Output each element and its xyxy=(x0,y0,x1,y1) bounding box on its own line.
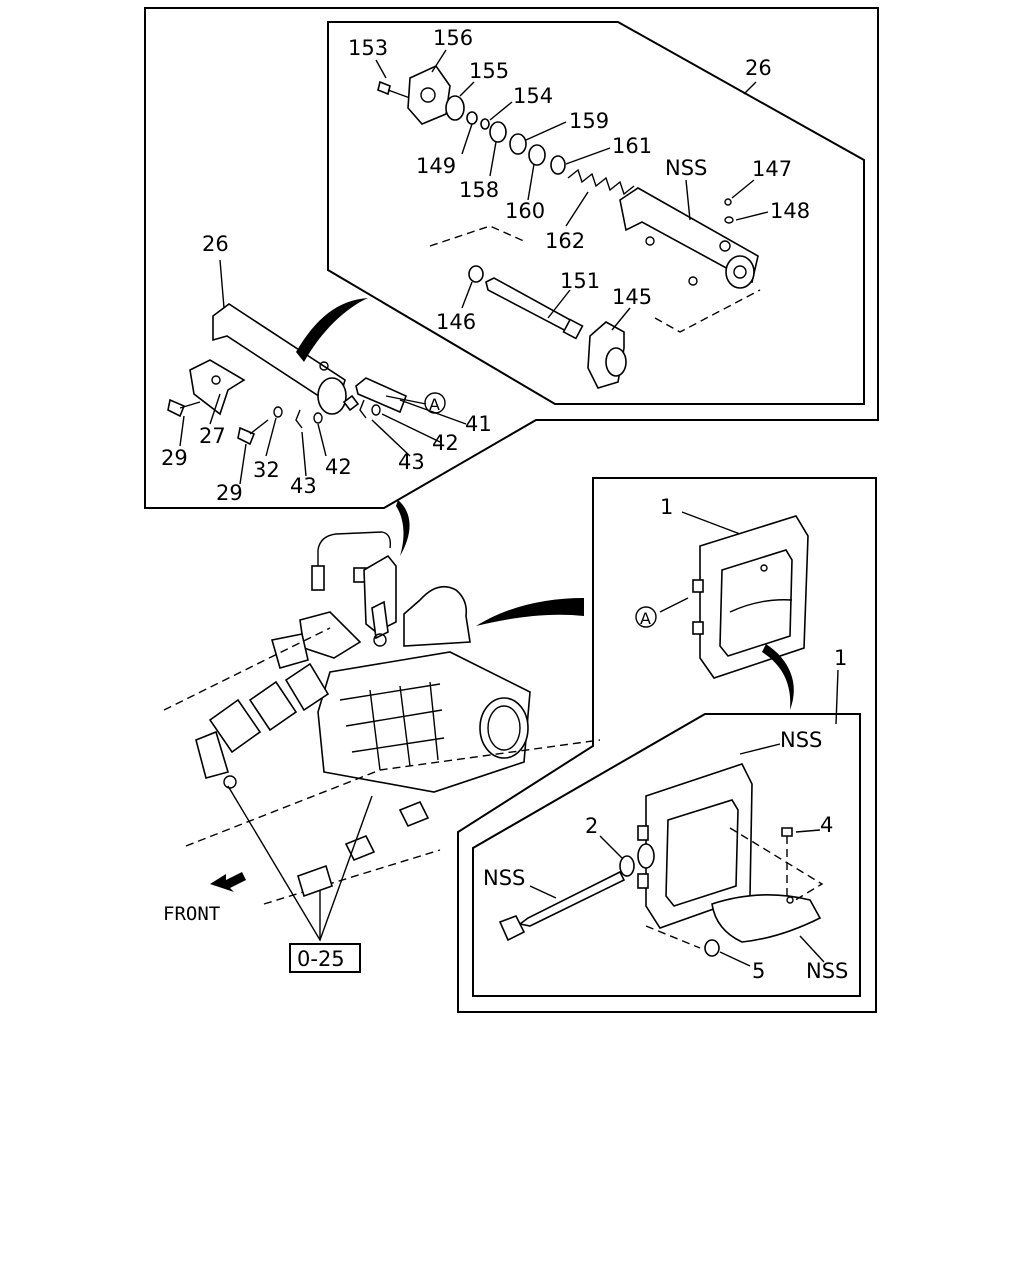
label-155: 155 xyxy=(469,59,509,83)
label-26: 26 xyxy=(202,232,229,256)
label-nss-throttle: NSS xyxy=(780,728,822,752)
engine-intake xyxy=(163,500,601,942)
circle-a-label-top: A xyxy=(429,395,440,414)
label-27: 27 xyxy=(199,424,226,448)
throttle-detail-frame xyxy=(472,713,861,997)
label-29-bottom: 29 xyxy=(216,481,243,505)
throttle-exploded-parts xyxy=(498,763,824,957)
circle-a-marker-top xyxy=(424,392,446,414)
circle-a-label-throttle: A xyxy=(640,609,651,628)
label-5: 5 xyxy=(752,959,765,983)
label-32: 32 xyxy=(253,458,280,482)
upper-assembly-frame xyxy=(144,7,879,509)
reference-box xyxy=(289,943,361,973)
exploded-cylinder-parts xyxy=(377,64,761,389)
label-nss-shaft: NSS xyxy=(483,866,525,890)
throttle-body-frame xyxy=(457,477,877,1013)
label-42-left: 42 xyxy=(325,455,352,479)
label-4: 4 xyxy=(820,813,833,837)
throttle-body xyxy=(659,515,809,710)
assembled-cylinder xyxy=(167,298,408,446)
circle-a-marker-throttle xyxy=(635,606,657,628)
label-153: 153 xyxy=(348,36,388,60)
label-160: 160 xyxy=(505,199,545,223)
label-2: 2 xyxy=(585,814,598,838)
reference-label: 0-25 xyxy=(297,947,345,971)
front-label: FRONT xyxy=(163,903,220,925)
label-148: 148 xyxy=(770,199,810,223)
label-162: 162 xyxy=(545,229,585,253)
label-43-left: 43 xyxy=(290,474,317,498)
label-nss-cylinder: NSS xyxy=(665,156,707,180)
label-159: 159 xyxy=(569,109,609,133)
cylinder-detail-frame xyxy=(327,21,865,405)
label-149: 149 xyxy=(416,154,456,178)
label-42-right: 42 xyxy=(432,431,459,455)
label-1-right: 1 xyxy=(834,646,847,670)
label-26-detail: 26 xyxy=(745,56,772,80)
label-29-top: 29 xyxy=(161,446,188,470)
label-146: 146 xyxy=(436,310,476,334)
label-154: 154 xyxy=(513,84,553,108)
label-1-top: 1 xyxy=(660,495,673,519)
label-161: 161 xyxy=(612,134,652,158)
label-145: 145 xyxy=(612,285,652,309)
label-147: 147 xyxy=(752,157,792,181)
label-151: 151 xyxy=(560,269,600,293)
label-156: 156 xyxy=(433,26,473,50)
label-43-right: 43 xyxy=(398,450,425,474)
label-41: 41 xyxy=(465,412,492,436)
label-158: 158 xyxy=(459,178,499,202)
label-nss-plate: NSS xyxy=(806,959,848,983)
leader-lines xyxy=(179,49,839,967)
